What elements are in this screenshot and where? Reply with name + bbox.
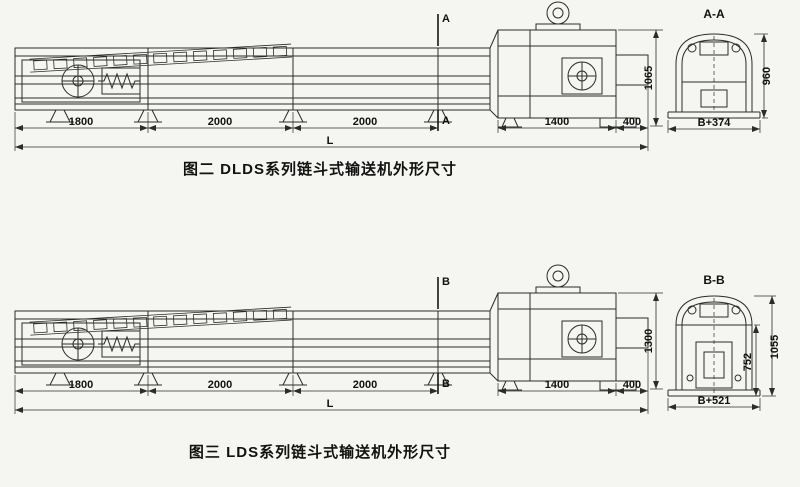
dim-2000-b: 2000 (353, 379, 377, 391)
figure-3: 1800 2000 2000 1400 400 L 1300 B B B-B 7… (15, 265, 781, 461)
dim-total-length: L (327, 398, 334, 410)
figure2-caption: 图二 DLDS系列链斗式输送机外形尺寸 (183, 160, 457, 178)
dim-2000-a: 2000 (208, 116, 232, 128)
dim-1400: 1400 (545, 379, 569, 391)
section-marker-bottom: B (442, 378, 450, 390)
section-marker-top: A (442, 13, 450, 25)
dim-1800: 1800 (69, 116, 93, 128)
section-view-a-a (667, 33, 768, 133)
dim-2000-a: 2000 (208, 379, 232, 391)
dim-section-752: 752 (742, 353, 754, 371)
dim-2000-b: 2000 (353, 116, 377, 128)
dim-height-1065: 1065 (643, 66, 655, 90)
dim-1400: 1400 (545, 116, 569, 128)
figure3-caption: 图三 LDS系列链斗式输送机外形尺寸 (189, 443, 451, 461)
section-view-b-b (667, 295, 776, 411)
section-view-title: B-B (703, 273, 725, 287)
dim-section-1055: 1055 (769, 335, 781, 359)
dim-400: 400 (623, 116, 641, 128)
dim-total-length: L (327, 135, 334, 147)
dim-section-b521: B+521 (698, 395, 731, 407)
dim-1800: 1800 (69, 379, 93, 391)
dim-section-960: 960 (761, 67, 773, 85)
dim-400: 400 (623, 379, 641, 391)
figure-2: 1800 2000 2000 1400 400 L 1065 A A A-A 9… (15, 2, 773, 178)
section-marker-bottom: A (442, 115, 450, 127)
dim-section-b374: B+374 (698, 117, 732, 129)
section-view-title: A-A (703, 7, 725, 21)
section-marker-top: B (442, 276, 450, 288)
dim-height-1300: 1300 (643, 329, 655, 353)
